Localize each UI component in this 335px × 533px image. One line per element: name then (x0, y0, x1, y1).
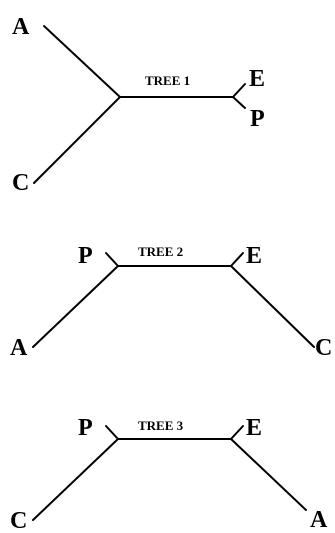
tree-2-branch-a (32, 265, 119, 348)
tree-3-leaf-p: P (78, 415, 93, 441)
tree-3-branch-a (230, 438, 307, 511)
tree-1-leaf-c: C (12, 170, 29, 196)
tree-1-branch-a (43, 25, 121, 98)
tree-3-branch-c (32, 438, 119, 521)
tree-3-leaf-e: E (246, 415, 262, 441)
tree-2-branch-c (230, 265, 315, 348)
tree-1-leaf-a: A (12, 14, 30, 40)
tree-3: P C E A TREE 3 (10, 415, 328, 533)
tree-1-leaf-p: P (250, 106, 265, 132)
tree-2: P A E C TREE 2 (10, 243, 332, 361)
tree-1-title: TREE 1 (145, 73, 190, 88)
tree-1-branch-p (232, 96, 246, 109)
tree-1-leaf-e: E (249, 66, 265, 92)
tree-3-branch-p (105, 425, 119, 440)
tree-1: A C E P TREE 1 (12, 14, 265, 196)
tree-1-branch-e (232, 83, 246, 98)
tree-2-title: TREE 2 (138, 244, 183, 259)
tree-2-leaf-p: P (78, 243, 93, 269)
tree-1-branch-c (33, 96, 121, 184)
tree-3-title: TREE 3 (138, 418, 184, 433)
tree-3-branch-e (230, 425, 244, 440)
tree-3-leaf-a: A (310, 507, 328, 533)
tree-2-leaf-e: E (246, 243, 262, 269)
tree-3-leaf-c: C (10, 508, 27, 533)
tree-2-leaf-c: C (315, 335, 332, 361)
tree-2-leaf-a: A (10, 335, 28, 361)
tree-2-branch-p (105, 252, 119, 267)
tree-2-branch-e (230, 252, 244, 267)
